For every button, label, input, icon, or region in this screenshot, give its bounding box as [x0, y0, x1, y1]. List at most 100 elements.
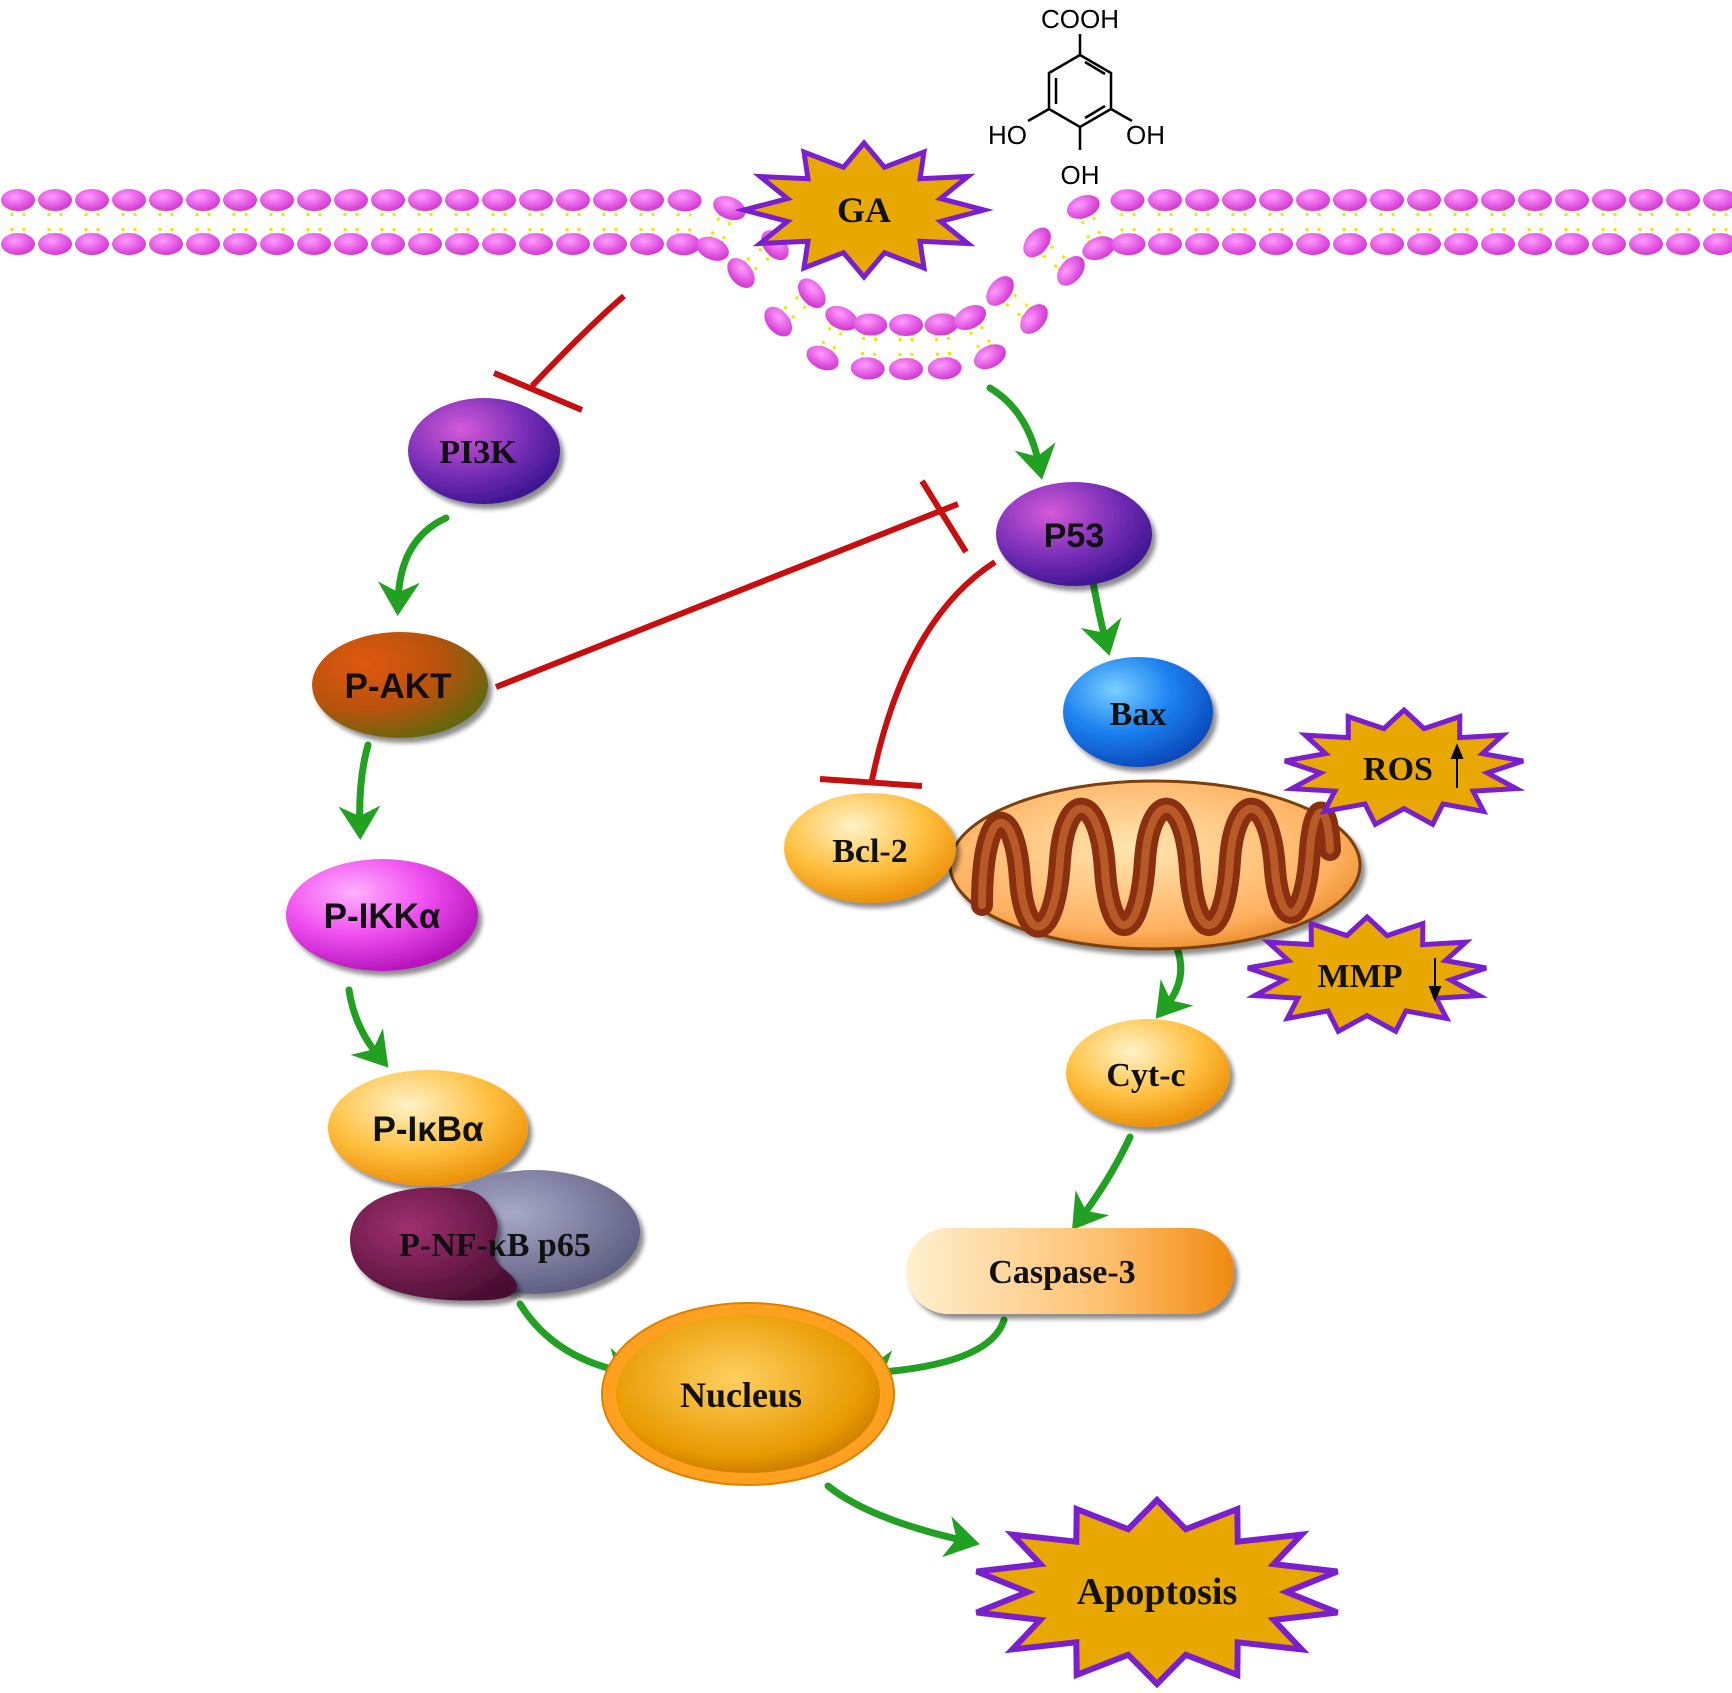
lipid-head: [38, 189, 72, 211]
lipid-head: [722, 253, 761, 293]
lipid-head: [556, 189, 590, 211]
lipid-head: [792, 273, 831, 313]
node-pi3k: PI3K: [408, 398, 560, 504]
lipid-head: [1296, 189, 1330, 211]
oh-right-label: OH: [1126, 120, 1165, 150]
lipid-head: [1079, 232, 1119, 264]
arrow-nucleus-apoptosis: [828, 1486, 970, 1542]
lipid-head: [1064, 191, 1104, 223]
lipid-head: [260, 189, 294, 211]
lipid-head: [667, 189, 702, 212]
lipid-head: [593, 233, 627, 255]
star-mmp: MMP: [1248, 917, 1486, 1031]
lipid-head: [1481, 189, 1515, 211]
bcl2-label: Bcl-2: [832, 833, 908, 870]
lipid-head: [1666, 233, 1700, 255]
node-pikka: P-IKKα: [286, 859, 478, 971]
lipid-head: [149, 233, 183, 255]
mmp-label: MMP: [1318, 958, 1403, 995]
lipid-head: [1518, 189, 1552, 211]
node-p53: P53: [996, 482, 1152, 586]
lipid-head: [186, 233, 220, 255]
lipid-head: [1222, 189, 1256, 211]
node-pnfkb: P-NF-κB p65: [350, 1170, 640, 1301]
bond-oh-left: [1028, 109, 1049, 121]
lipid-head: [519, 189, 553, 211]
lipid-head: [1481, 233, 1515, 255]
gallic-acid-structure: COOH HO OH OH: [988, 4, 1165, 190]
caspase3-label: Caspase-3: [988, 1254, 1135, 1291]
lipid-head: [408, 233, 442, 255]
oh-bottom-label: OH: [1061, 160, 1100, 190]
lipid-head: [1018, 222, 1057, 262]
lipid-head: [693, 232, 733, 265]
lipid-head: [1148, 233, 1182, 255]
ros-label: ROS: [1363, 751, 1433, 788]
lipid-head: [1370, 233, 1404, 255]
lipid-head: [260, 233, 294, 255]
lipid-head: [850, 356, 885, 380]
lipid-head: [297, 233, 331, 255]
lipid-head: [1629, 233, 1663, 255]
cooh-label: COOH: [1041, 4, 1119, 34]
lipid-head: [408, 189, 442, 211]
lipid-head: [1110, 189, 1144, 212]
lipid-head: [1703, 233, 1732, 255]
lipid-head: [1555, 233, 1589, 255]
pikka-label: P-IKKα: [324, 897, 441, 936]
lipid-head: [1444, 233, 1478, 255]
ring-double-bond: [1085, 106, 1105, 118]
lipid-head: [1148, 189, 1182, 211]
pnfkb-label: P-NF-κB p65: [399, 1227, 591, 1264]
lipid-head: [759, 302, 798, 342]
lipid-head: [981, 271, 1020, 311]
lipid-head: [927, 356, 962, 380]
lipid-head: [186, 189, 220, 211]
inhibit-p53-bcl2: [872, 562, 995, 780]
apoptosis-label: Apoptosis: [1077, 1571, 1238, 1613]
p53-label: P53: [1044, 517, 1105, 555]
nucleus-label: Nucleus: [680, 1375, 802, 1415]
lipid-head: [1703, 189, 1732, 211]
lipid-head: [1407, 233, 1441, 255]
lipid-head: [334, 189, 368, 211]
cytc-label: Cyt-c: [1106, 1057, 1185, 1094]
lipid-head: [519, 233, 553, 255]
lipid-head: [556, 233, 590, 255]
lipid-head: [1259, 189, 1293, 211]
lipid-head: [666, 233, 701, 256]
lipid-head: [1185, 189, 1219, 211]
inhibit-ga-pi3k: [532, 296, 624, 386]
lipid-head: [889, 358, 923, 380]
node-nucleus: Nucleus: [602, 1303, 894, 1485]
lipid-head: [223, 189, 257, 211]
lipid-head: [1015, 299, 1054, 339]
lipid-head: [853, 312, 888, 336]
inhibit-pakt-p53: [496, 504, 958, 687]
lipid-head: [371, 189, 405, 211]
lipid-head: [1333, 189, 1367, 211]
lipid-head: [1222, 233, 1256, 255]
lipid-head: [1296, 233, 1330, 255]
arrow-casp3-nucleus: [870, 1320, 1004, 1373]
lipid-head: [112, 233, 146, 255]
arrow-cytc-casp3: [1078, 1137, 1130, 1222]
mitochondrion: [950, 781, 1360, 949]
node-cytc: Cyt-c: [1066, 1019, 1230, 1127]
lipid-head: [1666, 189, 1700, 211]
lipid-head: [1407, 189, 1441, 211]
lipid-head: [1, 233, 35, 255]
lipid-head: [1592, 189, 1626, 211]
benzene-ring: [1049, 55, 1111, 127]
lipid-head: [482, 233, 516, 255]
lipid-head: [1111, 233, 1145, 256]
lipid-head: [970, 339, 1010, 374]
node-bcl2: Bcl-2: [784, 793, 956, 903]
lipid-head: [630, 189, 664, 211]
lipid-head: [371, 233, 405, 255]
lipid-head: [1370, 189, 1404, 211]
lipid-head: [924, 312, 959, 336]
lipid-head: [223, 233, 257, 255]
